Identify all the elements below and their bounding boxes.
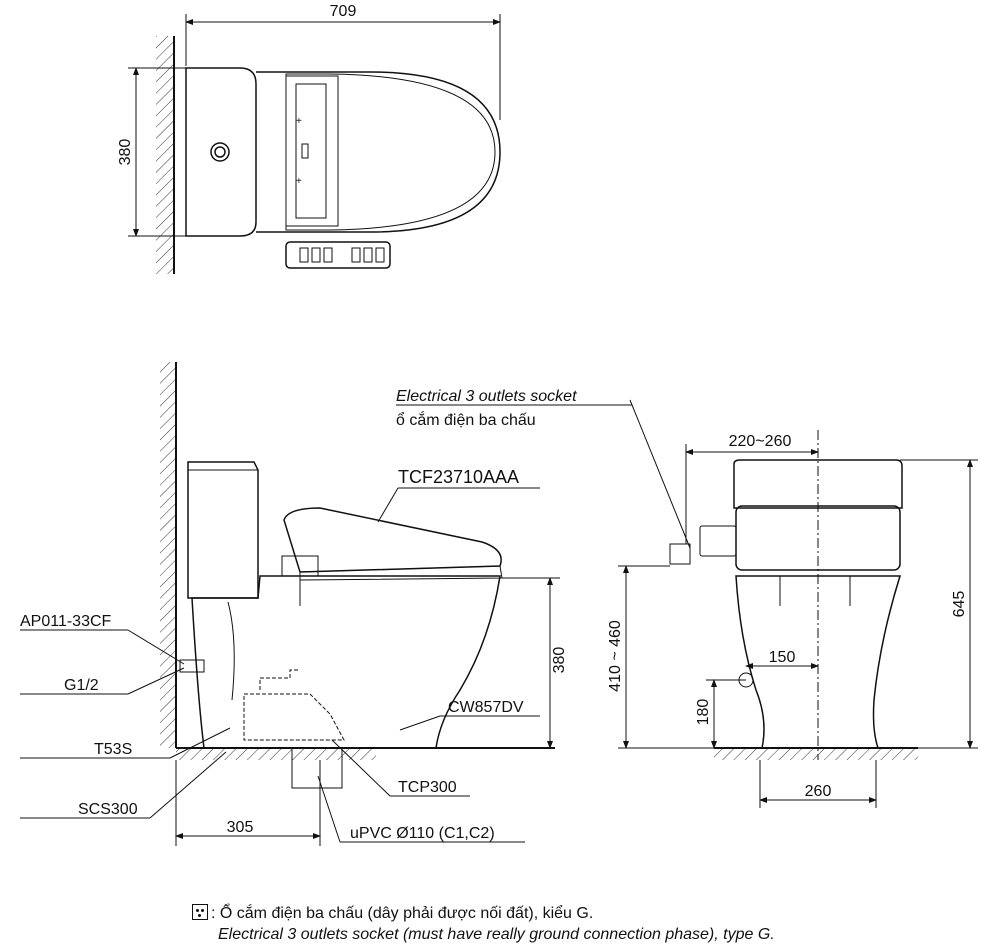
label-thread: G1/2 <box>64 677 99 694</box>
dim-top-length: 709 <box>330 3 357 20</box>
dim-rough-in: 305 <box>227 819 254 836</box>
tank-front <box>733 459 903 509</box>
label-socket-vi: ổ cắm điện ba chấu <box>396 410 536 429</box>
seat-box-front <box>699 525 737 557</box>
seat-outline-top <box>256 71 501 233</box>
label-seat-model: TCF23710AAA <box>398 467 519 487</box>
tank-top <box>185 67 257 237</box>
dim-total-height: 645 <box>951 591 968 618</box>
drain-pipe <box>291 747 343 789</box>
plus-icon-2: + <box>296 176 302 187</box>
dim-supply-offset: 150 <box>769 649 796 666</box>
wall-hatch-top <box>156 36 174 274</box>
side-dimensions <box>20 399 691 846</box>
label-pipe: uPVC Ø110 (C1,C2) <box>350 825 495 842</box>
remote-buttons <box>299 247 385 263</box>
dim-base-width: 260 <box>805 783 832 800</box>
flush-button-inner-icon <box>214 146 226 158</box>
dim-supply-height: 410 ~ 460 <box>607 620 624 692</box>
note-en: Electrical 3 outlets socket (must have r… <box>218 926 775 943</box>
label-socket-en: Electrical 3 outlets socket <box>396 388 577 405</box>
label-flange: TCP300 <box>398 779 457 796</box>
label-hose: T53S <box>94 741 132 758</box>
dim-socket-offset: 220~260 <box>729 433 792 450</box>
seat-ring-side <box>299 565 503 581</box>
top-view: + + <box>156 36 501 274</box>
seat-control-inner <box>295 83 327 219</box>
trap-line <box>227 601 235 701</box>
floor-hatch-side <box>176 748 376 760</box>
socket-box <box>669 543 691 565</box>
seat-hinge-side <box>281 555 319 577</box>
seat-sensor-icon <box>301 143 309 159</box>
top-dimensions <box>128 14 501 237</box>
front-view <box>669 430 918 760</box>
wall-hatch-side <box>160 362 176 748</box>
lid-outline-top <box>285 73 496 231</box>
bowl-front <box>735 575 902 749</box>
valve-body <box>179 659 205 673</box>
plus-icon-1: + <box>296 116 302 127</box>
remote-control <box>285 241 391 269</box>
front-dimensions <box>618 444 978 808</box>
label-valve: AP011-33CF <box>20 613 112 630</box>
side-view <box>160 362 555 789</box>
socket-icon <box>192 904 208 920</box>
flange-dashed <box>243 693 345 741</box>
tank-side <box>187 461 259 599</box>
legend-note: : Ổ cắm điện ba chấu (dây phải được nối … <box>192 903 972 945</box>
note-vi: : Ổ cắm điện ba chấu (dây phải được nối … <box>211 905 594 922</box>
floor-hatch-front <box>714 748 918 760</box>
seat-side <box>283 507 502 573</box>
dim-top-width: 380 <box>117 139 134 166</box>
label-bowl-model: CW857DV <box>448 699 524 716</box>
seat-control-unit <box>285 75 339 227</box>
dim-supply-floor: 180 <box>695 699 712 726</box>
bowl-side <box>191 575 501 749</box>
label-bolt: SCS300 <box>78 801 138 818</box>
dim-seat-height: 380 <box>551 647 568 674</box>
flush-button-icon <box>210 142 230 162</box>
